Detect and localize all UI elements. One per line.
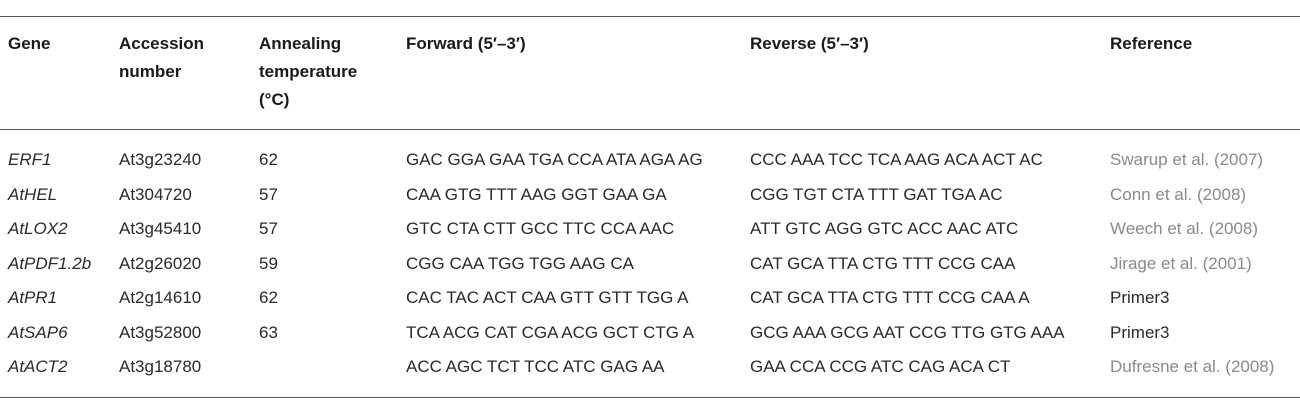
cell-forward-primer: CGG CAA TGG TGG AAG CA bbox=[406, 253, 634, 273]
cell-annealing-temperature: 57 bbox=[259, 184, 278, 204]
cell-reverse-primer: GCG AAA GCG AAT CCG TTG GTG AAA bbox=[750, 322, 1065, 342]
cell-accession: At3g45410 bbox=[119, 219, 202, 238]
header-reference: Reference bbox=[1110, 30, 1192, 58]
cell-forward-primer: ACC AGC TCT TCC ATC GAG AA bbox=[406, 357, 665, 376]
cell-reference: Dufresne et al. (2008) bbox=[1110, 357, 1275, 376]
cell-annealing-temperature: 59 bbox=[259, 253, 278, 273]
table-row: AtPR1 At2g14610 62 CAC TAC ACT CAA GTT GTT … bbox=[0, 281, 1300, 315]
cell-reference: Weech et al. (2008) bbox=[1110, 219, 1259, 238]
cell-annealing-temperature: 57 bbox=[259, 219, 278, 238]
cell-gene: AtPDF1.2b bbox=[8, 253, 92, 273]
header-accession-line-2: number bbox=[119, 62, 182, 81]
table-row: AtLOX2 At3g45410 57 GTC CTA CTT GCC TTC CCA… bbox=[0, 212, 1300, 246]
table-row: AtHEL At304720 57 CAA GTG TTT AAG GGT GAA G… bbox=[0, 178, 1300, 212]
cell-reference: Jirage et al. (2001) bbox=[1110, 253, 1252, 273]
cell-reverse-primer: CAT GCA TTA CTG TTT CCG CAA bbox=[750, 253, 1016, 273]
table-row: AtSAP6 At3g52800 63 TCA ACG CAT CGA ACG GCT… bbox=[0, 316, 1300, 350]
header-gene: Gene bbox=[8, 30, 51, 58]
cell-gene: AtSAP6 bbox=[8, 322, 68, 342]
cell-reference: Conn et al. (2008) bbox=[1110, 184, 1247, 204]
header-annealing-line-2: temperature bbox=[259, 62, 358, 81]
table-header-rule bbox=[0, 129, 1300, 130]
table-bottom-rule bbox=[0, 397, 1300, 398]
header-annealing-line-1: Annealing bbox=[259, 34, 342, 53]
header-gene-line: Gene bbox=[8, 34, 51, 53]
cell-gene: AtLOX2 bbox=[8, 219, 68, 238]
header-accession-line-1: Accession bbox=[119, 34, 205, 53]
cell-annealing-temperature: 62 bbox=[259, 150, 278, 169]
cell-forward-primer: CAC TAC ACT CAA GTT GTT TGG A bbox=[406, 288, 689, 307]
cell-accession: At304720 bbox=[119, 184, 192, 204]
cell-gene: AtHEL bbox=[8, 184, 58, 204]
table-row: AtPDF1.2b At2g26020 59 CGG CAA TGG TGG AAG … bbox=[0, 247, 1300, 281]
cell-forward-primer: TCA ACG CAT CGA ACG GCT CTG A bbox=[406, 322, 695, 342]
cell-forward-primer: CAA GTG TTT AAG GGT GAA GA bbox=[406, 184, 667, 204]
cell-forward-primer: GAC GGA GAA TGA CCA ATA AGA AG bbox=[406, 150, 703, 169]
cell-accession: At3g52800 bbox=[119, 322, 202, 342]
cell-reverse-primer: GAA CCA CCG ATC CAG ACA CT bbox=[750, 357, 1011, 376]
cell-gene: AtPR1 bbox=[8, 288, 58, 307]
header-accession: Accession number bbox=[119, 30, 204, 86]
table-row: ERF1 At3g23240 62 GAC GGA GAA TGA CCA ATA A… bbox=[0, 143, 1300, 177]
header-reverse: Reverse (5′–3′) bbox=[750, 30, 869, 58]
header-forward-line: Forward (5′–3′) bbox=[406, 34, 526, 53]
cell-reverse-primer: CAT GCA TTA CTG TTT CCG CAA A bbox=[750, 288, 1030, 307]
cell-accession: At2g26020 bbox=[119, 253, 202, 273]
table-top-rule bbox=[0, 16, 1300, 17]
cell-gene: AtACT2 bbox=[8, 357, 68, 376]
table-row: AtACT2 At3g18780 ACC AGC TCT TCC ATC GAG A… bbox=[0, 350, 1300, 384]
header-forward: Forward (5′–3′) bbox=[406, 30, 526, 58]
header-reference-line: Reference bbox=[1110, 34, 1193, 53]
cell-reverse-primer: CGG TGT CTA TTT GAT TGA AC bbox=[750, 184, 1003, 204]
cell-reference: Swarup et al. (2007) bbox=[1110, 150, 1264, 169]
cell-annealing-temperature: 62 bbox=[259, 288, 278, 307]
cell-forward-primer: GTC CTA CTT GCC TTC CCA AAC bbox=[406, 219, 675, 238]
cell-gene: ERF1 bbox=[8, 150, 52, 169]
cell-reference: Primer3 bbox=[1110, 288, 1170, 307]
cell-accession: At3g18780 bbox=[119, 357, 202, 376]
cell-accession: At3g23240 bbox=[119, 150, 202, 169]
cell-reverse-primer: ATT GTC AGG GTC ACC AAC ATC bbox=[750, 219, 1019, 238]
cell-annealing-temperature: 63 bbox=[259, 322, 278, 342]
cell-accession: At2g14610 bbox=[119, 288, 202, 307]
header-annealing: Annealing temperature (°C) bbox=[259, 30, 357, 114]
cell-reference: Primer3 bbox=[1110, 322, 1170, 342]
header-reverse-line: Reverse (5′–3′) bbox=[750, 34, 869, 53]
cell-reverse-primer: CCC AAA TCC TCA AAG ACA ACT AC bbox=[750, 150, 1043, 169]
header-annealing-line-3: (°C) bbox=[259, 90, 290, 109]
